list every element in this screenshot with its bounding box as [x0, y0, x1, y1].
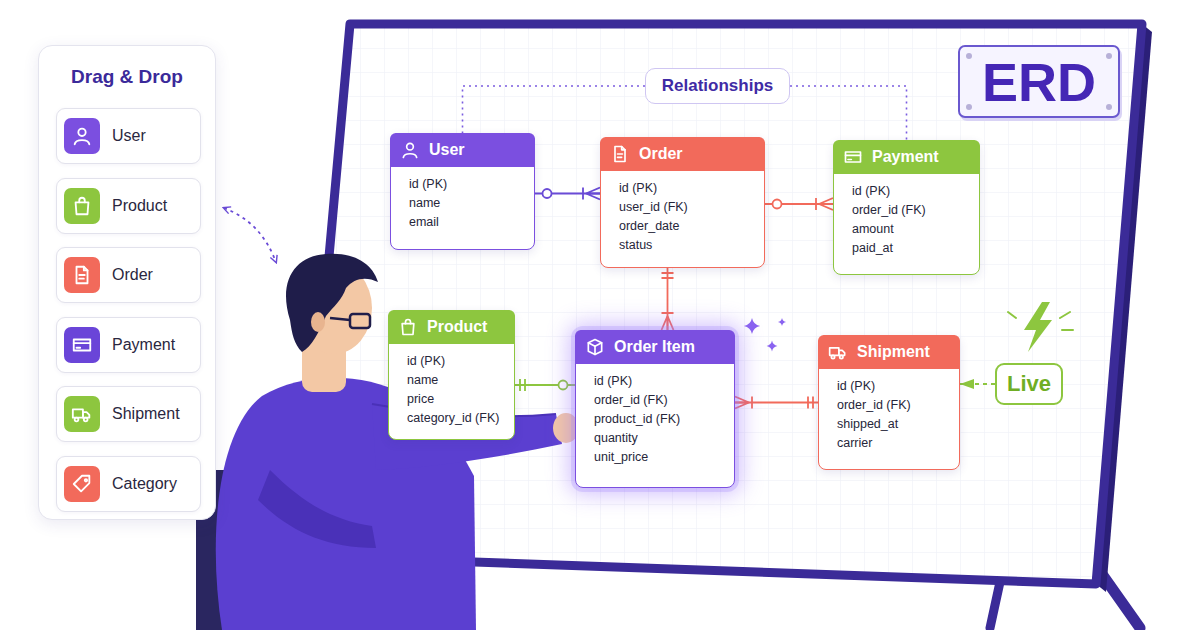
field-text: shipped_at — [819, 415, 959, 434]
entity-table: User id (PK)nameemail — [390, 133, 535, 250]
field-text: order_id (FK) — [819, 396, 959, 415]
live-badge: Live — [995, 363, 1063, 405]
entity-table: Order id (PK)user_id (FK)order_datestatus — [600, 137, 765, 268]
icon-tile — [64, 466, 100, 502]
node-title: Order — [639, 145, 683, 163]
screw — [966, 104, 972, 110]
field-text: order_id (FK) — [834, 201, 979, 220]
toolbox-item: Shipment — [56, 386, 201, 442]
person-figure — [196, 254, 579, 630]
toolbox-item: Product — [56, 178, 201, 234]
board-stand — [990, 582, 1000, 628]
field-text: order_id (FK) — [576, 391, 734, 410]
node-title: Product — [427, 318, 487, 336]
toolbox-panel: Drag & DropUserProductOrderPaymentShipme… — [38, 45, 216, 520]
icon-tile — [64, 396, 100, 432]
toolbox-item: User — [56, 108, 201, 164]
entity-icon — [71, 473, 93, 495]
node-title: Category — [112, 475, 189, 493]
field-text: id (PK) — [819, 377, 959, 396]
screw — [966, 53, 972, 59]
node-title: Payment — [112, 336, 187, 354]
screw — [1106, 104, 1112, 110]
table-header: Shipment — [818, 335, 960, 369]
node-title: User — [112, 127, 158, 145]
field-text: product_id (FK) — [576, 410, 734, 429]
table-header: Order Item — [575, 330, 735, 364]
entity-icon — [71, 195, 93, 217]
entity-table: Shipment id (PK)order_id (FK)shipped_atca… — [818, 335, 960, 470]
field-text: id (PK) — [391, 175, 534, 194]
field-text: name — [389, 371, 514, 390]
field-text: order_date — [601, 217, 764, 236]
field-text: id (PK) — [576, 372, 734, 391]
toolbox-item: Order — [56, 247, 201, 303]
node-title: Shipment — [112, 405, 192, 423]
relationships-tag: Relationships — [645, 68, 790, 104]
entity-icon — [400, 140, 420, 160]
entity-icon — [71, 403, 93, 425]
entity-table: Order Item id (PK)order_id (FK)product_id… — [575, 330, 735, 488]
erd-sign: ERD — [958, 45, 1120, 118]
field-text: price — [389, 390, 514, 409]
field-text: id (PK) — [601, 179, 764, 198]
icon-tile — [64, 118, 100, 154]
field-text: quantity — [576, 429, 734, 448]
toolbox-item: Category — [56, 456, 201, 512]
entity-icon — [585, 337, 605, 357]
entity-icon — [71, 125, 93, 147]
relationship-line — [667, 268, 669, 330]
node-title: Order — [112, 266, 165, 284]
sparkles — [744, 318, 786, 352]
field-text: carrier — [819, 434, 959, 453]
node-title: Relationships — [662, 76, 773, 96]
field-text: id (PK) — [389, 352, 514, 371]
entity-table: Payment id (PK)order_id (FK)amountpaid_at — [833, 140, 980, 275]
relationship-line — [790, 86, 907, 140]
icon-tile — [64, 188, 100, 224]
entity-icon — [398, 317, 418, 337]
table-header: Order — [600, 137, 765, 171]
icon-tile — [64, 257, 100, 293]
field-text: email — [391, 213, 534, 232]
field-text: unit_price — [576, 448, 734, 467]
relationship-line — [735, 402, 818, 404]
node-title: Drag & Drop — [39, 46, 215, 88]
node-title: User — [429, 141, 465, 159]
table-header: Payment — [833, 140, 980, 174]
field-text: name — [391, 194, 534, 213]
node-title: ERD — [982, 51, 1096, 113]
entity-icon — [610, 144, 630, 164]
toolbox-item: Payment — [56, 317, 201, 373]
field-text: amount — [834, 220, 979, 239]
table-header: User — [390, 133, 535, 167]
node-title: Order Item — [614, 338, 695, 356]
entity-icon — [828, 342, 848, 362]
field-text: status — [601, 236, 764, 255]
screw — [1106, 53, 1112, 59]
entity-table: Product id (PK)namepricecategory_id (FK) — [388, 310, 515, 440]
node-title: Product — [112, 197, 179, 215]
relationship-line — [960, 383, 995, 385]
node-title: Payment — [872, 148, 939, 166]
relationship-line — [535, 193, 600, 195]
lightning-bolt — [1008, 302, 1073, 352]
node-title: Live — [1007, 371, 1051, 397]
drag-arrow — [224, 208, 276, 262]
field-text: user_id (FK) — [601, 198, 764, 217]
entity-icon — [843, 147, 863, 167]
table-header: Product — [388, 310, 515, 344]
relationship-line — [515, 384, 575, 386]
icon-tile — [64, 327, 100, 363]
relationship-line — [463, 86, 646, 133]
relationship-line — [765, 203, 833, 205]
entity-icon — [71, 264, 93, 286]
field-text: category_id (FK) — [389, 409, 514, 428]
node-title: Shipment — [857, 343, 930, 361]
field-text: paid_at — [834, 239, 979, 258]
entity-icon — [71, 334, 93, 356]
field-text: id (PK) — [834, 182, 979, 201]
